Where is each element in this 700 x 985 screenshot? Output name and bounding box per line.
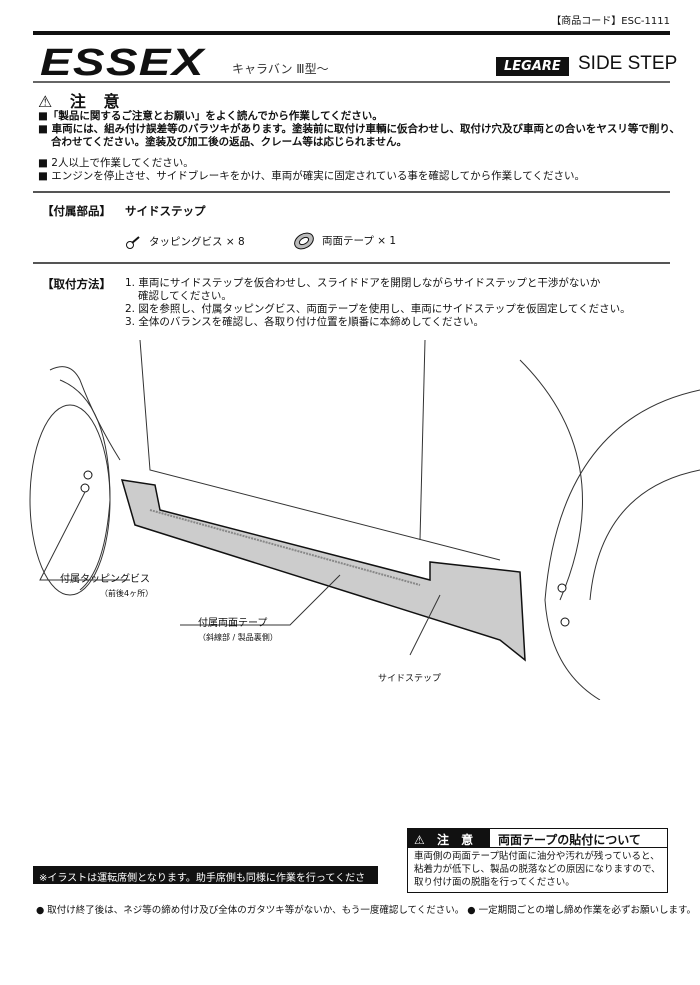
parts-label: 【付属部品】: [42, 204, 111, 218]
brand-logo: ESSEX: [40, 42, 205, 84]
caution-heading: ⚠ 注 意: [38, 92, 126, 111]
parts-item: タッピングビス × 8: [125, 235, 245, 249]
vehicle-model: キャラバン Ⅲ型～: [232, 62, 329, 76]
product-code: 【商品コード】ESC-1111: [551, 16, 670, 27]
divider: [33, 262, 670, 264]
caution-item: ■ エンジンを停止させ、サイドブレーキをかけ、車両が確実に固定されている事を確認…: [38, 170, 585, 182]
parts-main: サイドステップ: [125, 204, 206, 218]
method-steps: 1. 車両にサイドステップを仮合わせし、スライドドアを開閉しながらサイドステップ…: [125, 277, 631, 329]
product-name: SIDE STEP: [578, 53, 678, 74]
warning-icon: ⚠: [38, 92, 59, 111]
method-step: 1. 車両にサイドステップを仮合わせし、スライドドアを開閉しながらサイドステップ…: [125, 277, 601, 289]
illustration-note: ※イラストは運転席側となります。助手席側も同様に作業を行ってください。: [33, 866, 378, 899]
screw-icon: [126, 236, 140, 249]
tape-roll-icon: [294, 232, 314, 250]
method-step: 3. 全体のバランスを確認し、各取り付け位置を順番に本締めしてください。: [125, 316, 485, 328]
caution-list: ■「製品に関するご注意とお願い」をよく読んでから作業してください。 ■ 車両には…: [38, 110, 680, 183]
side-step-label: サイドステップ: [378, 674, 442, 684]
caution-item: ■ 車両には、組み付け誤差等のバラツキがあります。塗装前に取付け車輌に仮合わせし…: [38, 123, 680, 135]
tape-label: 付属両面テープ: [198, 618, 268, 629]
screw-label: 付属タッピングビス: [60, 574, 150, 585]
footer-note: ● 取付け終了後は、ネジ等の締め付け及び全体のガタツキ等がないか、もう一度確認し…: [36, 905, 697, 916]
caution-item: 合わせてください。塗装及び加工後の返品、クレーム等は応じられません。: [51, 136, 408, 148]
side-step-part: [120, 479, 526, 662]
method-label: 【取付方法】: [42, 277, 111, 291]
installation-diagram: [29, 340, 700, 700]
caution-item: ■「製品に関するご注意とお願い」をよく読んでから作業してください。: [38, 110, 383, 122]
parts-item: 両面テープ × 1: [292, 232, 396, 250]
sub-brand-badge: LEGARE: [496, 57, 569, 76]
tape-sublabel: （斜線部 / 製品裏側）: [198, 633, 278, 642]
warning-icon: ⚠: [414, 833, 429, 847]
caution-heading: 両面テープの貼付について: [498, 833, 641, 847]
screw-sublabel: （前後4ヶ所）: [100, 589, 154, 598]
tape-caution-box: ⚠ 注 意両面テープの貼付について 車両側の両面テープ貼付面に油分や汚れが残って…: [407, 828, 668, 893]
caution-item: ■ 2人以上で作業してください。: [38, 157, 194, 169]
caution-line: 粘着力が低下し、製品の脱落などの原因になりますので、: [414, 864, 661, 875]
divider: [33, 81, 670, 83]
divider: [33, 191, 670, 193]
caution-line: 車両側の両面テープ貼付面に油分や汚れが残っていると、: [414, 851, 660, 862]
caution-line: 取り付け面の脱脂を行ってください。: [414, 877, 575, 888]
divider: [33, 31, 670, 35]
method-step: 2. 図を参照し、付属タッピングビス、両面テープを使用し、車両にサイドステップを…: [125, 303, 631, 315]
caution-title: ⚠ 注 意: [408, 829, 490, 847]
method-step: 確認してください。: [138, 290, 232, 302]
